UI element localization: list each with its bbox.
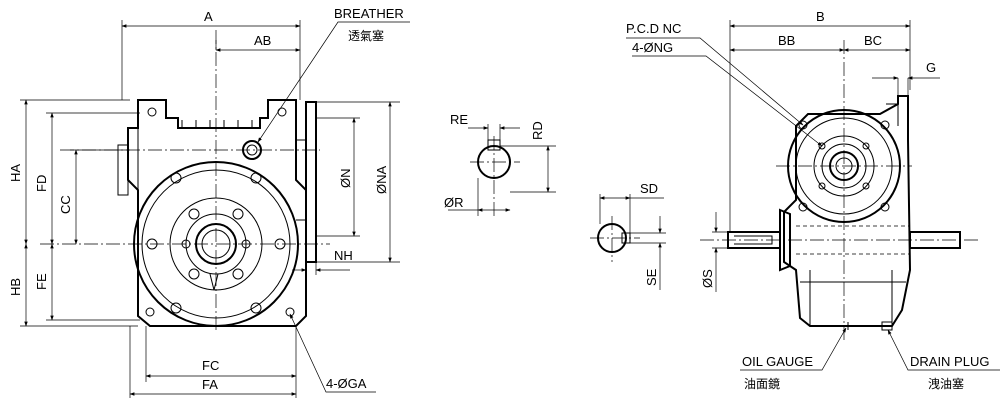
dim-B: B [816, 9, 825, 24]
side-flange [305, 101, 317, 263]
breather-label: BREATHER [334, 6, 404, 21]
mount-hole [145, 307, 155, 317]
shaft-detail: RE RD ØR [444, 112, 556, 216]
dim-FC: FC [202, 358, 219, 373]
mount-hole [277, 107, 287, 117]
dim-NH: NH [334, 248, 353, 263]
oil-gauge-label: OIL GAUGE [742, 354, 813, 369]
dim-GA: 4-ØGA [326, 376, 367, 391]
breather-label-zh: 透氣塞 [348, 28, 384, 43]
input-shaft-detail: SD SE [590, 181, 666, 290]
dim-RD: RD [530, 121, 545, 140]
dim-FE: FE [34, 273, 49, 290]
dim-NA: ØNA [374, 166, 389, 195]
side-boss [117, 144, 129, 196]
side-view: B BB BC G ØS P.C.D NC 4-ØNG OIL GAUGE 油面… [626, 9, 1000, 391]
dim-SE: SE [644, 268, 659, 286]
dim-HA: HA [8, 164, 23, 182]
dim-BC: BC [864, 33, 882, 48]
dim-CC: CC [58, 195, 73, 214]
dim-PCD: P.C.D NC [626, 21, 681, 36]
dim-N: ØN [338, 169, 353, 189]
drain-plug-label-zh: 洩油塞 [928, 376, 964, 391]
dim-S: ØS [700, 269, 715, 288]
dim-HB: HB [8, 278, 23, 296]
dim-R: ØR [444, 195, 464, 210]
dim-RE: RE [450, 112, 468, 127]
front-view: A AB HA HB FD FE CC FC FA ØN ØNA NH 4-ØG… [8, 6, 410, 398]
mount-hole [147, 107, 157, 117]
drain-plug-label: DRAIN PLUG [910, 354, 989, 369]
dim-FD: FD [34, 175, 49, 192]
dim-AB: AB [254, 33, 271, 48]
oil-gauge-label-zh: 油面鏡 [744, 376, 780, 391]
dim-SD: SD [640, 181, 658, 196]
output-flange [779, 208, 791, 272]
dim-A: A [204, 9, 213, 24]
dim-G: G [926, 60, 936, 75]
drain-plug [881, 321, 893, 331]
dim-BB: BB [778, 33, 795, 48]
front-housing-outline [127, 99, 307, 327]
side-housing-outline [783, 95, 912, 327]
oil-gauge [842, 322, 854, 330]
dim-FA: FA [202, 377, 218, 392]
flange-bolts [146, 172, 286, 314]
dim-NG: 4-ØNG [632, 40, 673, 55]
